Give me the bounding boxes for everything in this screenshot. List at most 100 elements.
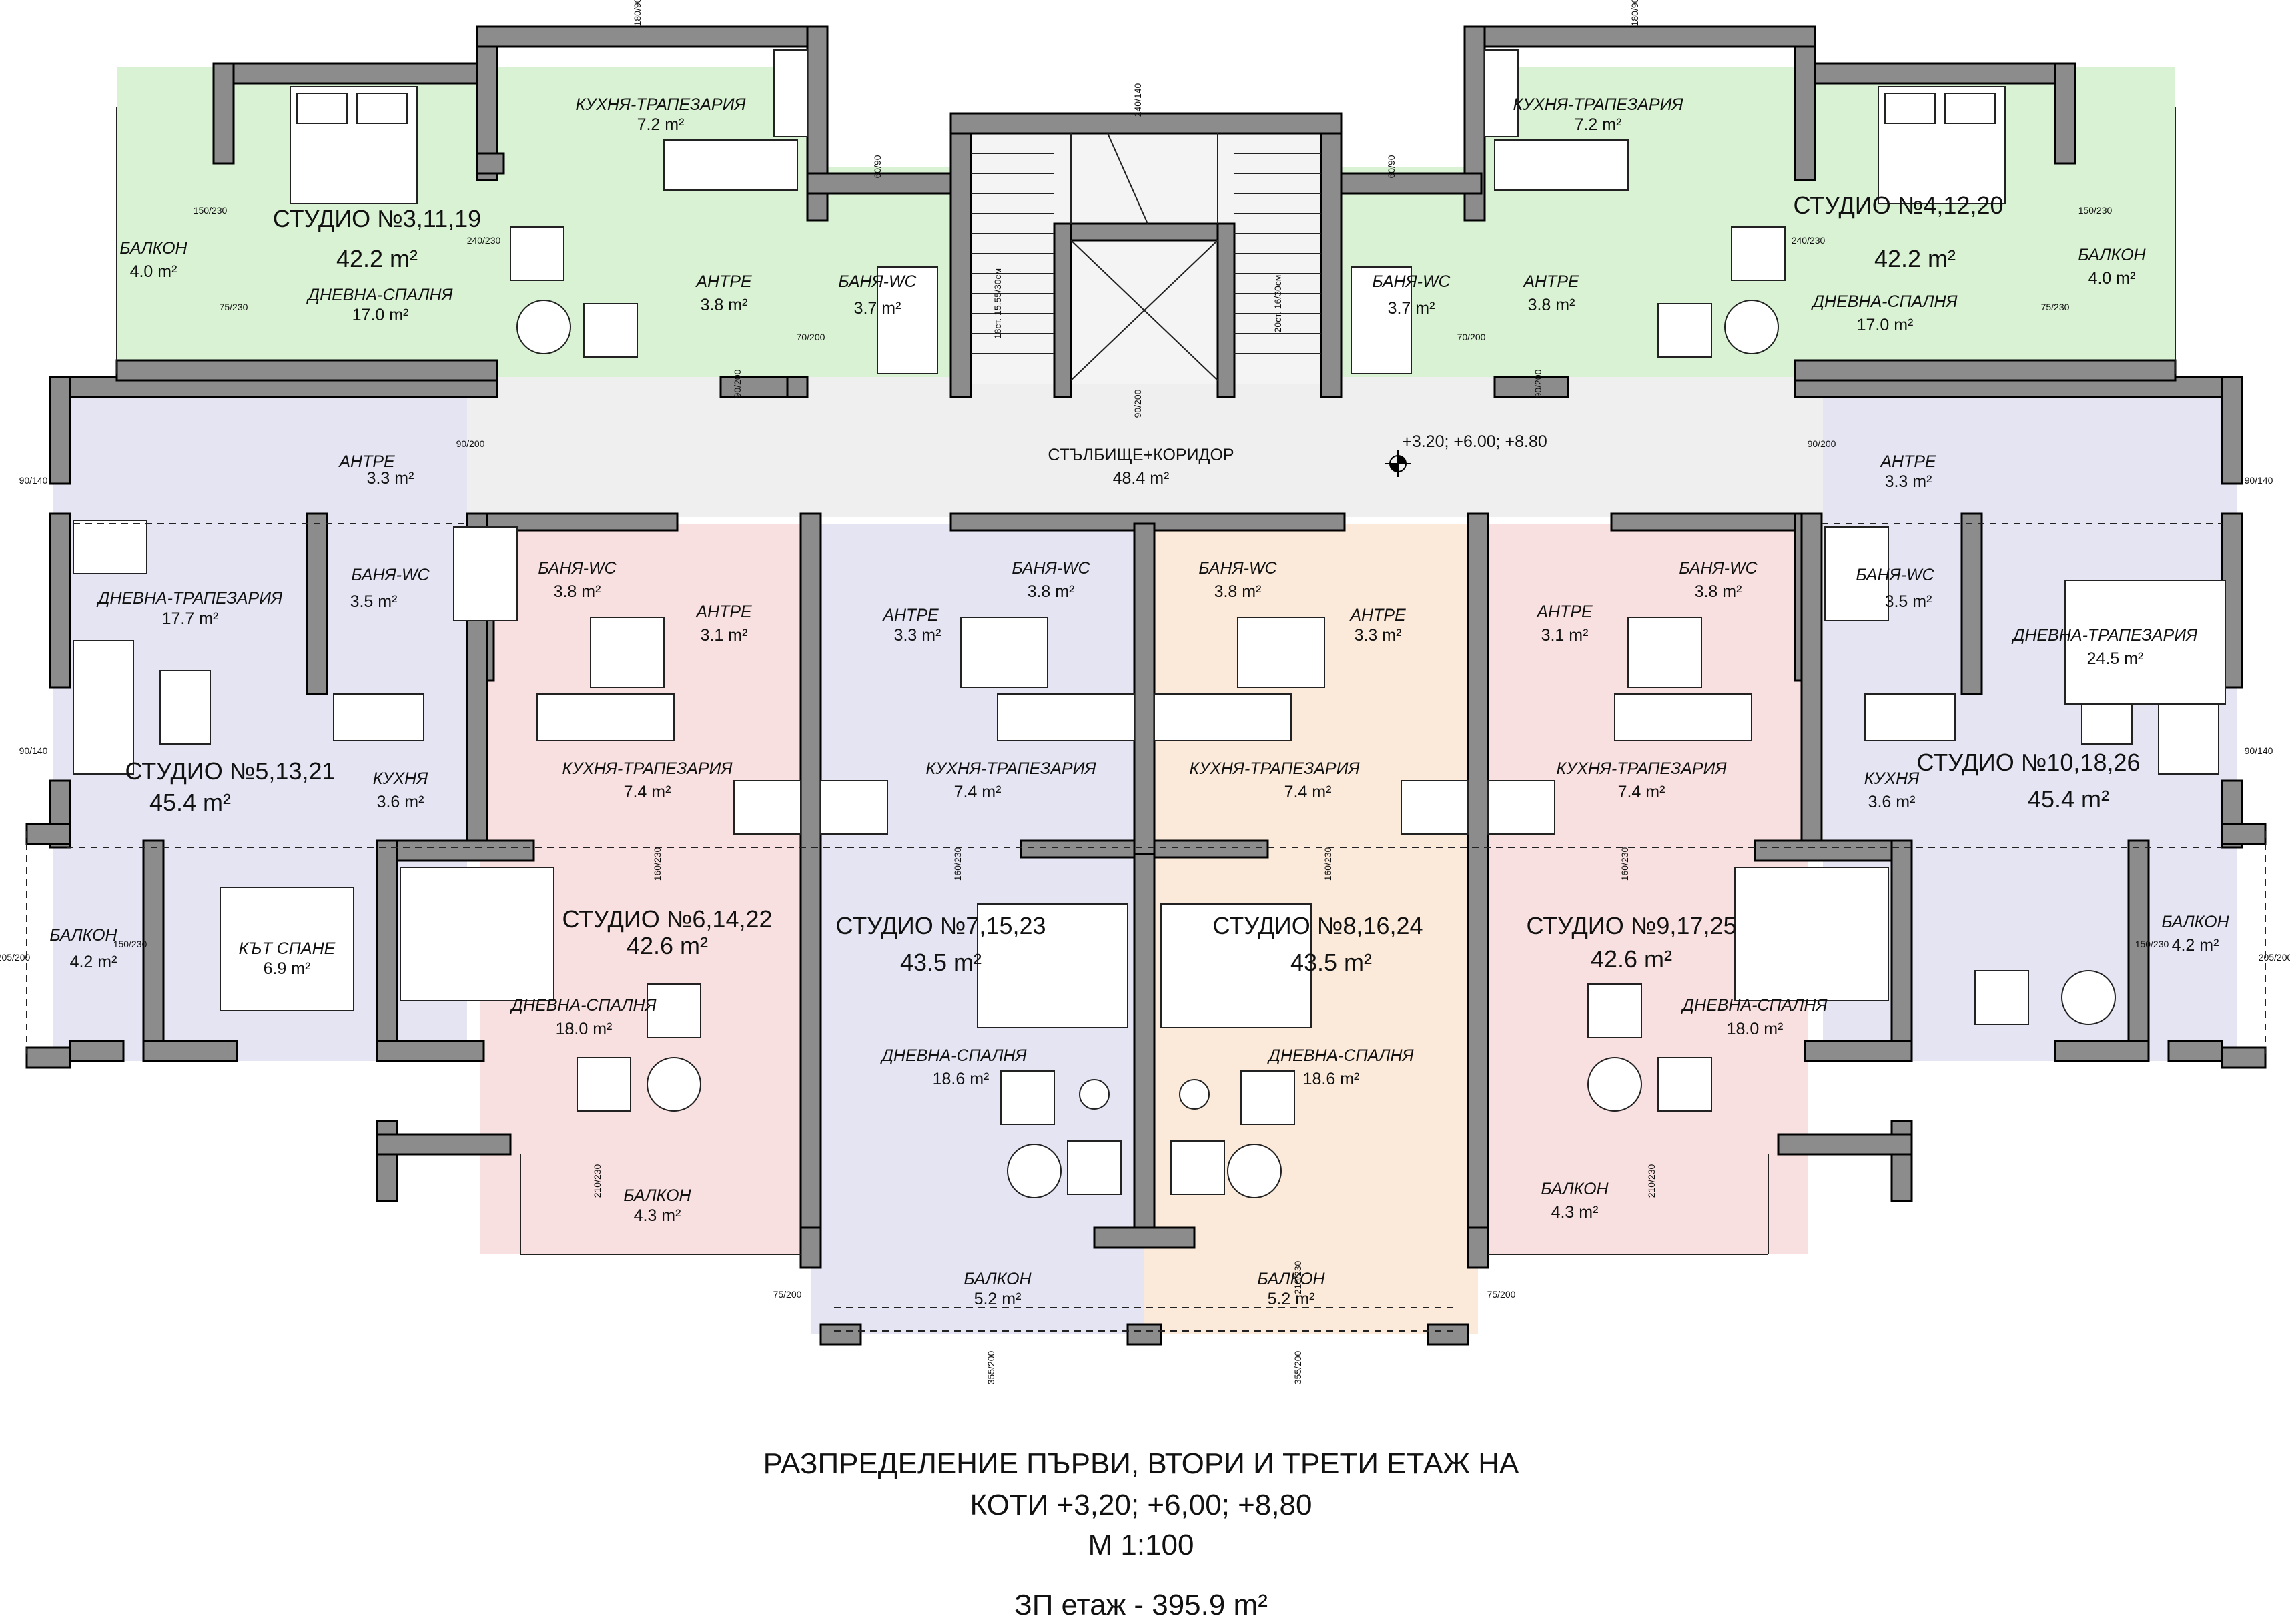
room-label: КУХНЯ-ТРАПЕЗАРИЯ: [925, 759, 1096, 778]
room-area: 17.0 m²: [352, 306, 409, 324]
dimension-label: 160/230: [1322, 847, 1333, 881]
room-label: АНТРЕ: [1522, 272, 1579, 291]
caption-levels: КОТИ +3,20; +6,00; +8,80: [970, 1489, 1312, 1521]
room-label: БАЛКОН: [49, 926, 117, 945]
room-label: ДНЕВНА-СПАЛНЯ: [879, 1046, 1027, 1065]
room-area: 3.8 m²: [701, 296, 748, 314]
studio-5-name: СТУДИО №5,13,21: [125, 757, 335, 785]
room-area: 4.2 m²: [2172, 936, 2219, 955]
room-area: 24.5 m²: [2087, 649, 2144, 668]
level-marker-icon: [1385, 450, 1411, 477]
room-label: КУХНЯ: [373, 769, 428, 788]
corridor-fill: [467, 377, 1828, 517]
studio-6-area: 42.6 m²: [627, 932, 708, 959]
room-area: 3.1 m²: [1541, 626, 1589, 645]
dimension-label: 90/200: [456, 438, 485, 449]
studio-8-name: СТУДИО №8,16,24: [1212, 912, 1423, 939]
room-area: 17.0 m²: [1857, 316, 1914, 334]
room-label: КУХНЯ-ТРАПЕЗАРИЯ: [1189, 759, 1360, 778]
dimension-label: 75/200: [773, 1289, 802, 1300]
dimension-label: 210/230: [592, 1164, 603, 1198]
corridor-area: 48.4 m²: [1113, 469, 1170, 488]
room-area: 3.6 m²: [1868, 793, 1916, 811]
room-area: 7.4 m²: [1284, 783, 1332, 801]
dimension-label: 75/200: [1487, 1289, 1516, 1300]
studio-9-name: СТУДИО №9,17,25: [1526, 912, 1736, 939]
dimension-label: 150/230: [113, 939, 147, 949]
room-label: БАЛКОН: [1541, 1180, 1609, 1198]
corridor-name: СТЪЛБИЩЕ+КОРИДОР: [1048, 446, 1234, 464]
dimension-label: 240/230: [467, 235, 501, 246]
room-area: 7.4 m²: [1618, 783, 1665, 801]
room-label: БАЛКОН: [119, 239, 187, 258]
dimension-label: 70/200: [797, 332, 825, 342]
studio-7-area: 43.5 m²: [900, 949, 982, 976]
room-area: 7.2 m²: [1575, 115, 1622, 134]
room-area: 18.6 m²: [1303, 1070, 1360, 1088]
room-area: 4.3 m²: [1551, 1203, 1599, 1222]
room-label: БАНЯ-WC: [1679, 559, 1758, 578]
labels: СТЪЛБИЩЕ+КОРИДОР 48.4 m² +3.20; +6.00; +…: [49, 95, 2229, 1308]
studio-3-area: 42.2 m²: [336, 245, 418, 272]
dimensions: 180/90 180/90 240/140 60/90 60/90 150/23…: [0, 0, 2290, 1384]
room-area: 3.5 m²: [1885, 592, 1932, 611]
room-label: КЪТ СПАНЕ: [239, 939, 336, 958]
stair-treads: [971, 133, 1321, 381]
studio-7-name: СТУДИО №7,15,23: [835, 912, 1046, 939]
dimension-label: 205/200: [0, 952, 31, 963]
room-area: 3.3 m²: [1885, 472, 1932, 491]
stairwell-fill: [954, 117, 1334, 384]
room-label: ДНЕВНА-СПАЛНЯ: [1680, 996, 1828, 1015]
dimension-label: 60/90: [1386, 155, 1397, 178]
room-area: 3.8 m²: [1528, 296, 1575, 314]
room-label: АНТРЕ: [1349, 606, 1406, 625]
room-label: АНТРЕ: [338, 452, 395, 471]
room-label: АНТРЕ: [1879, 452, 1936, 471]
room-area: 3.5 m²: [350, 592, 398, 611]
room-label: ДНЕВНА-ТРАПЕЗАРИЯ: [2011, 626, 2198, 645]
room-label: БАНЯ-WC: [1198, 559, 1277, 578]
room-label: БАЛКОН: [2078, 246, 2146, 264]
room-area: 3.8 m²: [1695, 582, 1742, 601]
room-label: БАНЯ-WC: [1856, 566, 1934, 584]
room-area: 4.2 m²: [70, 953, 117, 971]
dimension-label: 180/90: [1629, 0, 1640, 26]
dimension-label: 60/90: [872, 155, 883, 178]
room-area: 6.9 m²: [264, 959, 311, 978]
caption-scale: М 1:100: [1088, 1529, 1194, 1561]
studio-4-name: СТУДИО №4,12,20: [1793, 191, 2003, 219]
room-label: КУХНЯ-ТРАПЕЗАРИЯ: [562, 759, 733, 778]
dimension-label: 355/200: [1292, 1350, 1303, 1384]
room-area: 5.2 m²: [974, 1290, 1022, 1308]
room-label: АНТРЕ: [881, 606, 939, 625]
dimension-label: 90/200: [732, 369, 743, 398]
dimension-label: 90/140: [2245, 745, 2273, 756]
studio-4-area: 42.2 m²: [1874, 245, 1956, 272]
dimension-label: 75/230: [220, 302, 248, 312]
studio-5-area: 45.4 m²: [149, 789, 231, 816]
dimension-label: 90/140: [2245, 475, 2273, 486]
dimension-label: 160/230: [952, 847, 963, 881]
dimension-label: 150/230: [194, 205, 228, 216]
room-label: БАЛКОН: [623, 1186, 691, 1205]
room-label: ДНЕВНА-СПАЛНЯ: [509, 996, 657, 1015]
studio-10-area: 45.4 m²: [2028, 785, 2109, 813]
room-area: 18.0 m²: [1727, 1020, 1784, 1038]
room-area: 3.8 m²: [1214, 582, 1262, 601]
room-area: 7.4 m²: [954, 783, 1002, 801]
room-area: 3.6 m²: [377, 793, 424, 811]
studio-8-area: 43.5 m²: [1290, 949, 1372, 976]
room-area: 7.2 m²: [637, 115, 685, 134]
dimension-label: 210/230: [1646, 1164, 1657, 1198]
room-area: 5.2 m²: [1268, 1290, 1315, 1308]
room-label: БАНЯ-WC: [1012, 559, 1090, 578]
dimension-label: 210/230: [1292, 1260, 1303, 1294]
dimension-label: 90/140: [19, 745, 48, 756]
furniture: [73, 49, 2226, 1198]
room-label: АНТРЕ: [695, 602, 752, 621]
room-label: АНТРЕ: [1535, 602, 1593, 621]
dimension-label: 355/200: [986, 1350, 996, 1384]
dimension-label: 205/200: [2259, 952, 2290, 963]
room-label: БАЛКОН: [2161, 913, 2229, 931]
